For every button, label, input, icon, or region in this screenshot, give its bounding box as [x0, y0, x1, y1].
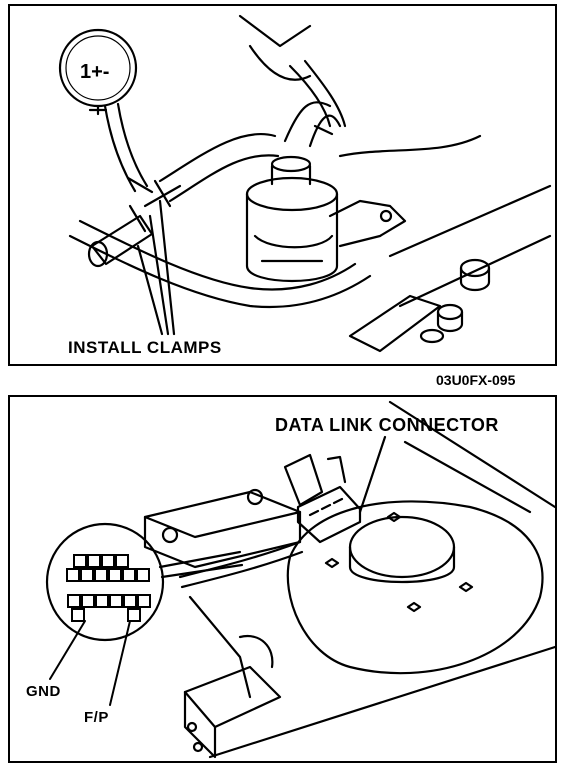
- lower-hose: [238, 634, 274, 669]
- tee-connector: [143, 184, 182, 208]
- gnd-leader: [49, 620, 86, 680]
- strut-tower: [286, 500, 544, 675]
- pressure-gauge-rim: [65, 35, 131, 101]
- battery-terminal-1: [161, 526, 179, 544]
- fp-leader: [109, 620, 131, 706]
- gnd-terminal-label: GND: [26, 683, 61, 700]
- connector-leader: [358, 435, 387, 514]
- connector-detail-circle: [45, 522, 165, 642]
- harness-upper: [178, 540, 302, 579]
- battery-terminal-2: [246, 488, 264, 506]
- bracket-bolt: [379, 209, 393, 223]
- engine-outline-top: [238, 14, 312, 48]
- data-link-connector-label: DATA LINK CONNECTOR: [275, 415, 499, 435]
- fuel-hose-rising: [288, 64, 332, 128]
- fuel-hose-up-right: [308, 114, 342, 148]
- fender-line-upper: [388, 400, 555, 509]
- terminal-row-bottom: [67, 594, 151, 622]
- tee-valve-body: [90, 214, 154, 266]
- fuel-filter-fitting: [270, 155, 312, 173]
- clamp-leader-1: [136, 244, 164, 336]
- fuel-filter-neck: [270, 164, 312, 186]
- hose-clamp-right: [313, 124, 334, 136]
- engine-outline-mid: [338, 134, 482, 158]
- fuel-hose-upper: [158, 133, 277, 183]
- fuel-return-hose: [68, 234, 372, 309]
- fuel-hose-rising-2: [303, 59, 347, 128]
- engine-cap-1-body: [459, 266, 491, 292]
- lower-bolt-1: [186, 721, 198, 733]
- lower-module-side: [183, 690, 217, 759]
- clamp-leader-2: [148, 214, 170, 336]
- fuel-pressure-illustration: 1+-: [58, 14, 552, 353]
- connector-cover-latch: [326, 455, 347, 484]
- pressure-gauge-stem: [88, 104, 108, 116]
- engine-cap-2: [436, 303, 464, 321]
- data-link-panel: DATA LINK CONNECTOR GND F/P: [8, 395, 557, 763]
- strut-cap-side: [348, 545, 456, 584]
- body-edge-bottom: [208, 645, 555, 759]
- gauge-hose-inner: [116, 102, 149, 188]
- fuel-hose-up-left: [283, 101, 332, 143]
- strut-nuts: [324, 511, 474, 613]
- filter-mount-bracket: [328, 199, 407, 248]
- engine-deck-slot: [348, 294, 442, 353]
- connector-pins: [308, 497, 344, 517]
- fp-terminal-label: F/P: [84, 709, 109, 726]
- terminal-row-top: [66, 554, 150, 582]
- engine-deck-edge: [388, 184, 552, 258]
- engine-deck-edge-lower: [398, 234, 552, 308]
- fender-line-lower: [403, 440, 532, 514]
- engine-cap-2-body: [436, 310, 464, 333]
- fuel-return-hose-inner: [78, 219, 357, 291]
- detail-callout-lines: [158, 550, 244, 579]
- engine-cap-3: [419, 328, 445, 344]
- terminal-grid: [66, 554, 151, 622]
- data-link-connector-body: [296, 485, 362, 544]
- gauge-hose-clamp: [126, 176, 154, 194]
- gauge-reading-text: 1+-: [80, 61, 109, 83]
- fuel-hose-upper-inner: [168, 154, 280, 203]
- fuel-pressure-panel: 1+- INSTALL CLAMPS: [8, 4, 557, 366]
- tee-clamp-left: [128, 204, 147, 233]
- harness-drop: [188, 595, 252, 699]
- lower-bolt-2: [192, 741, 204, 753]
- battery-top: [143, 490, 302, 539]
- battery-body: [143, 510, 302, 569]
- lower-module-top: [183, 665, 282, 729]
- install-clamps-label: INSTALL CLAMPS: [68, 338, 222, 357]
- engine-cap-1: [459, 258, 491, 278]
- data-link-illustration: [45, 400, 555, 759]
- tee-clamp-right: [153, 179, 172, 208]
- strut-cap: [348, 515, 456, 579]
- gauge-hose: [103, 104, 137, 193]
- engine-outline-curve: [248, 44, 312, 81]
- harness-lower: [180, 550, 304, 589]
- clamp-leader-3: [158, 199, 176, 336]
- tee-valve-knob: [87, 240, 109, 268]
- fuel-filter-band: [253, 234, 334, 249]
- fuel-filter-body: [245, 192, 339, 283]
- figure-id: 03U0FX-095: [436, 372, 516, 388]
- data-link-connector-cover: [283, 453, 324, 507]
- fuel-filter-top: [245, 176, 339, 212]
